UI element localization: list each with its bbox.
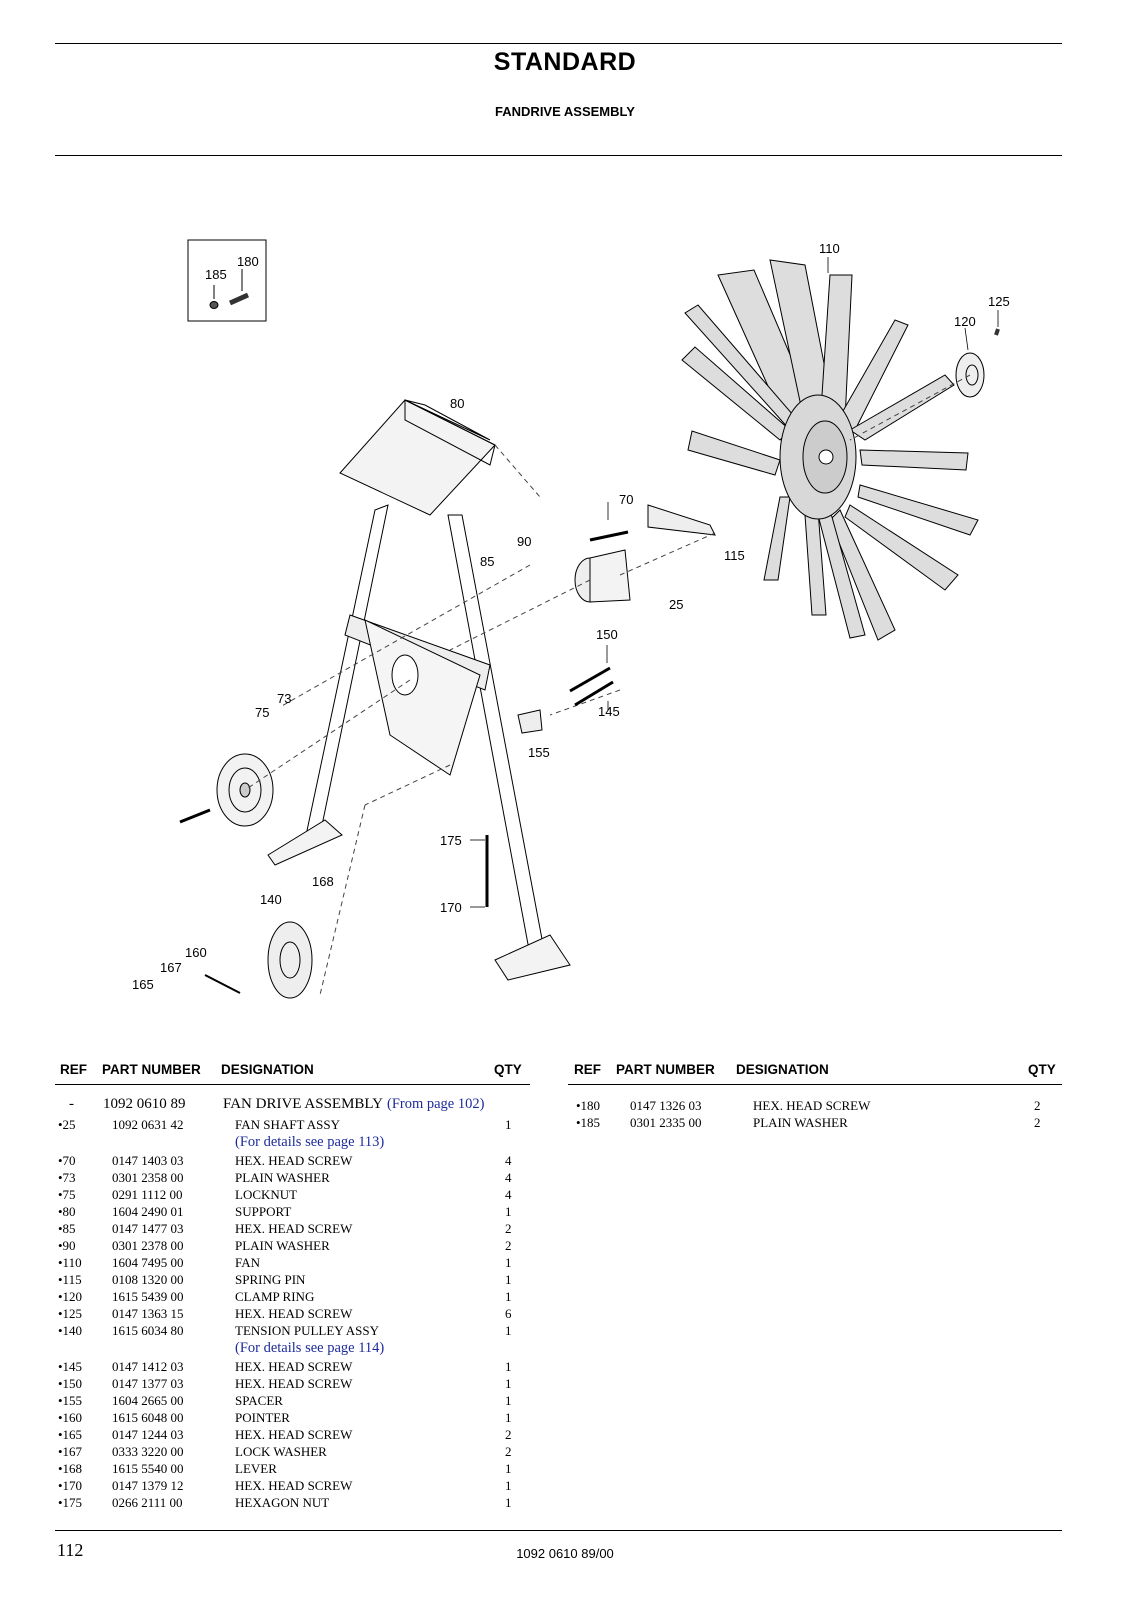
footer-rule (55, 1530, 1062, 1531)
frame-legs (304, 504, 546, 956)
callout-80: 80 (450, 396, 464, 411)
callout-167: 167 (160, 960, 182, 975)
callout-115: 115 (724, 548, 745, 563)
page-subtitle: FANDRIVE ASSEMBLY (495, 104, 635, 119)
callout-165: 165 (132, 977, 154, 992)
note: (For details see page 113) (235, 1134, 385, 1150)
callout-155: 155 (528, 745, 550, 760)
table-row-note: (For details see page 114) (235, 1340, 385, 1356)
note: (From page 102) (387, 1096, 485, 1112)
header-top-rule (55, 43, 1062, 44)
exploded-diagram: 185 180 110 125 120 80 70 90 85 115 25 1… (132, 239, 1010, 999)
callout-90: 90 (517, 534, 531, 549)
support-top (339, 399, 496, 516)
col-header-part-number: PART NUMBER (102, 1062, 201, 1077)
table-row: •25 1092 0631 42 FAN SHAFT ASSY 1 (55, 1117, 530, 1134)
col-header-qty: QTY (1028, 1062, 1056, 1077)
page-number: 112 (57, 1540, 84, 1560)
inset-box (187, 239, 267, 322)
callout-150: 150 (596, 627, 618, 642)
callout-125: 125 (988, 294, 1010, 309)
col-header-qty: QTY (494, 1062, 522, 1077)
fan-blades (681, 259, 979, 641)
col-header-part-number: PART NUMBER (616, 1062, 715, 1077)
callout-85: 85 (480, 554, 494, 569)
callout-75: 75 (255, 705, 269, 720)
callout-185: 185 (205, 267, 227, 282)
callout-160: 160 (185, 945, 207, 960)
callout-120: 120 (954, 314, 976, 329)
callout-73: 73 (277, 691, 291, 706)
qty: 1 (505, 1117, 512, 1132)
header-bottom-rule (55, 155, 1062, 156)
callout-170: 170 (440, 900, 462, 915)
ref: •25 (58, 1117, 76, 1132)
col-header-ref: REF (60, 1062, 87, 1077)
callout-168: 168 (312, 874, 334, 889)
part-number: 1092 0610 89 (103, 1096, 186, 1112)
part-number: 1092 0631 42 (112, 1117, 184, 1132)
header-rule (568, 1084, 1062, 1085)
page-title: STANDARD (493, 48, 637, 76)
col-header-designation: DESIGNATION (736, 1062, 829, 1077)
callout-175: 175 (440, 833, 462, 848)
tension-pulley (267, 921, 313, 999)
header-rule (55, 1084, 530, 1085)
designation: FAN DRIVE ASSEMBLY (223, 1096, 383, 1112)
col-header-designation: DESIGNATION (221, 1062, 314, 1077)
callout-180: 180 (237, 254, 259, 269)
document-number: 1092 0610 89/00 (516, 1546, 614, 1561)
callout-25: 25 (669, 597, 683, 612)
designation: FAN SHAFT ASSY (235, 1117, 341, 1132)
table-row: - 1092 0610 89 FAN DRIVE ASSEMBLY (From … (55, 1096, 530, 1113)
callout-70: 70 (619, 492, 633, 507)
table-row-note: (For details see page 113) (55, 1134, 530, 1151)
callout-145: 145 (598, 704, 620, 719)
callout-140: 140 (260, 892, 282, 907)
callout-110: 110 (819, 241, 840, 256)
callout-labels: 185 180 110 125 120 80 70 90 85 115 25 1… (132, 241, 1010, 992)
col-header-ref: REF (574, 1062, 601, 1077)
ref: - (69, 1096, 74, 1112)
